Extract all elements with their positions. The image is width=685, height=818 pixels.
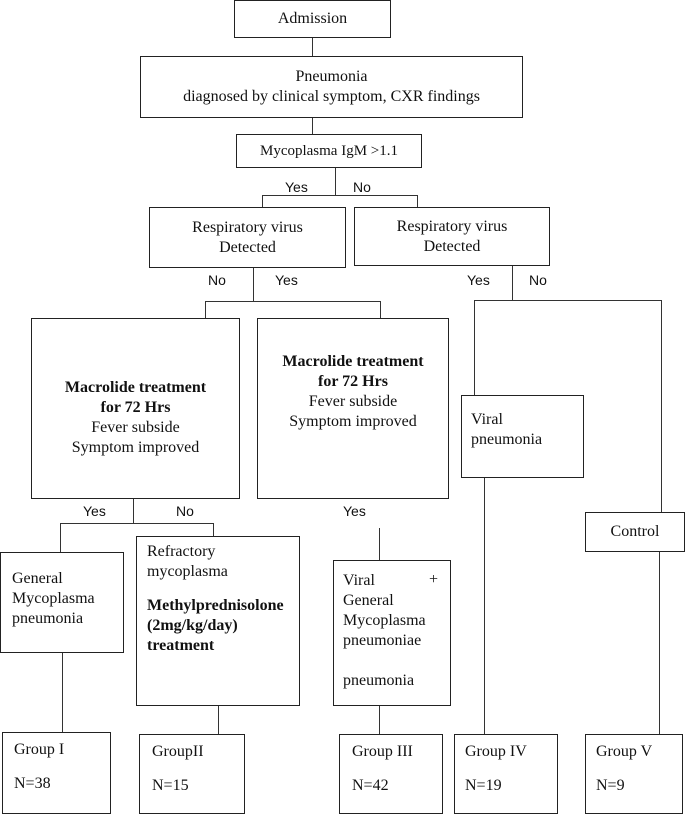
macrolide-right-line2: for 72 Hrs bbox=[318, 372, 388, 390]
mycoplasma-igm-box: Mycoplasma IgM >1.1 bbox=[236, 134, 422, 168]
group-1-box: Group I N=38 bbox=[2, 732, 111, 814]
control-text: Control bbox=[610, 523, 660, 540]
respiratory-virus-right-line1: Respiratory virus bbox=[396, 217, 508, 235]
group-5-n: N=9 bbox=[596, 777, 625, 794]
pneumonia-criteria: diagnosed by clinical symptom, CXR findi… bbox=[183, 88, 480, 105]
macrolide-left-line1: Macrolide treatment bbox=[64, 378, 207, 396]
connector bbox=[379, 528, 381, 560]
general-mycoplasma-line3: pneumonia bbox=[12, 610, 84, 627]
label-no: No bbox=[353, 179, 371, 195]
viral-pneumonia-line1: Viral bbox=[471, 411, 503, 428]
macrolide-left-line3: Fever subside bbox=[91, 418, 180, 436]
connector bbox=[218, 706, 220, 734]
refractory-box: Refractory mycoplasma Methylprednisolone… bbox=[136, 536, 300, 706]
connector bbox=[417, 195, 419, 207]
refractory-line1: Refractory bbox=[147, 543, 216, 560]
viral-general-line4: pneumoniae bbox=[343, 632, 422, 649]
viral-general-line1: Viral + bbox=[343, 571, 450, 591]
connector bbox=[474, 300, 662, 302]
refractory-line2: mycoplasma bbox=[147, 563, 228, 580]
connector bbox=[253, 268, 255, 301]
macrolide-right-box: Macrolide treatment for 72 Hrs Fever sub… bbox=[257, 318, 449, 499]
macrolide-left-line2: for 72 Hrs bbox=[100, 398, 171, 416]
group-1-name: Group I bbox=[14, 741, 65, 758]
respiratory-virus-left-line1: Respiratory virus bbox=[192, 218, 303, 236]
connector bbox=[484, 478, 486, 734]
connector bbox=[60, 523, 62, 552]
refractory-line4: (2mg/kg/day) bbox=[147, 617, 238, 634]
respiratory-virus-right-box: Respiratory virus Detected bbox=[354, 207, 550, 266]
macrolide-left-box: Macrolide treatment for 72 Hrs Fever sub… bbox=[31, 318, 240, 499]
connector bbox=[659, 552, 661, 734]
respiratory-virus-right-line2: Detected bbox=[423, 237, 481, 255]
connector bbox=[62, 653, 64, 732]
connector bbox=[335, 168, 337, 195]
macrolide-right-line4: Symptom improved bbox=[289, 412, 417, 430]
control-box: Control bbox=[585, 512, 685, 552]
label-yes: Yes bbox=[285, 179, 308, 195]
connector bbox=[379, 706, 381, 734]
viral-pneumonia-box: Viral pneumonia bbox=[461, 395, 584, 478]
group-3-n: N=42 bbox=[352, 777, 389, 794]
connector bbox=[60, 523, 214, 525]
viral-general-line3: Mycoplasma bbox=[343, 612, 426, 629]
refractory-line3: Methylprednisolone bbox=[147, 597, 284, 614]
label-no: No bbox=[208, 272, 226, 288]
connector bbox=[474, 300, 476, 395]
connector bbox=[213, 523, 215, 536]
admission-box: Admission bbox=[234, 0, 391, 38]
macrolide-right-line3: Fever subside bbox=[308, 392, 398, 410]
group-2-box: GroupII N=15 bbox=[139, 734, 245, 814]
label-yes: Yes bbox=[343, 503, 366, 519]
macrolide-left-line4: Symptom improved bbox=[71, 438, 200, 456]
viral-general-line5: pneumonia bbox=[343, 672, 415, 689]
general-mycoplasma-box: General Mycoplasma pneumonia bbox=[0, 552, 124, 653]
general-mycoplasma-line1: General bbox=[12, 570, 63, 587]
label-yes: Yes bbox=[83, 503, 106, 519]
connector bbox=[262, 195, 417, 197]
group-3-box: Group III N=42 bbox=[339, 734, 443, 814]
group-5-name: Group V bbox=[596, 743, 653, 760]
pneumonia-title: Pneumonia bbox=[295, 68, 368, 85]
group-4-name: Group IV bbox=[465, 743, 527, 760]
connector bbox=[205, 301, 381, 303]
admission-text: Admission bbox=[277, 10, 348, 27]
viral-general-box: Viral + General Mycoplasma pneumoniae pn… bbox=[333, 560, 451, 706]
label-no: No bbox=[529, 272, 547, 288]
connector bbox=[661, 300, 663, 512]
label-yes: Yes bbox=[467, 272, 490, 288]
viral-general-line2: General bbox=[343, 592, 394, 609]
connector bbox=[512, 266, 514, 300]
group-3-name: Group III bbox=[352, 743, 413, 760]
macrolide-right-line1: Macrolide treatment bbox=[282, 352, 424, 370]
viral-general-viral: Viral bbox=[343, 572, 375, 589]
group-1-n: N=38 bbox=[14, 775, 51, 792]
viral-general-plus: + bbox=[429, 571, 439, 588]
connector bbox=[133, 499, 135, 523]
refractory-line5: treatment bbox=[147, 637, 215, 654]
connector bbox=[312, 118, 314, 134]
respiratory-virus-left-line2: Detected bbox=[219, 238, 276, 256]
group-2-n: N=15 bbox=[152, 777, 189, 794]
mycoplasma-igm-text: Mycoplasma IgM >1.1 bbox=[259, 143, 399, 159]
viral-pneumonia-line2: pneumonia bbox=[471, 431, 543, 448]
label-yes: Yes bbox=[275, 272, 298, 288]
group-4-box: Group IV N=19 bbox=[454, 734, 558, 814]
connector bbox=[380, 301, 382, 318]
group-2-name: GroupII bbox=[152, 743, 204, 760]
label-no: No bbox=[176, 503, 194, 519]
connector bbox=[205, 301, 207, 318]
group-4-n: N=19 bbox=[465, 777, 502, 794]
pneumonia-box: Pneumonia diagnosed by clinical symptom,… bbox=[140, 56, 523, 118]
connector bbox=[312, 38, 314, 56]
connector bbox=[262, 195, 264, 207]
general-mycoplasma-line2: Mycoplasma bbox=[12, 590, 95, 607]
respiratory-virus-left-box: Respiratory virus Detected bbox=[149, 207, 346, 268]
group-5-box: Group V N=9 bbox=[585, 734, 683, 814]
